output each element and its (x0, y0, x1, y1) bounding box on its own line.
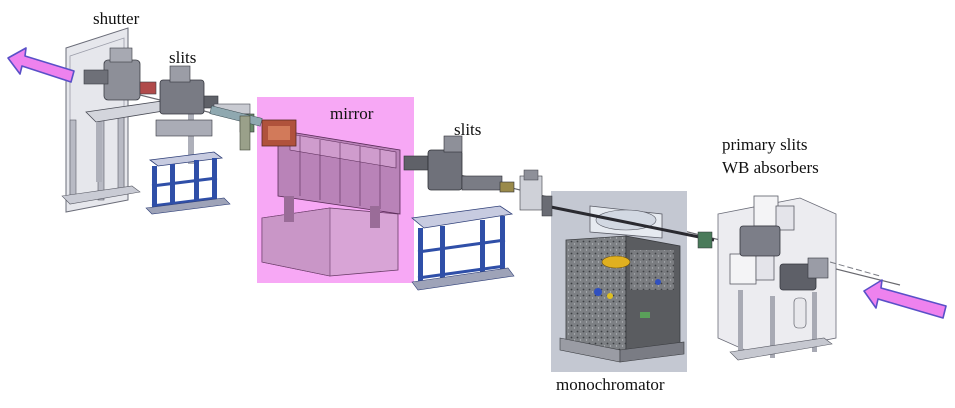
shutter-assembly (61, 27, 207, 213)
beam-pipe-mono (545, 204, 715, 242)
primary-slits-assembly (717, 195, 837, 361)
slits-mid-stand (411, 205, 515, 291)
shutter-stand (145, 151, 231, 215)
arrow-left-icon (863, 279, 947, 319)
label-wb-absorbers: WB absorbers (722, 158, 819, 177)
monochromator-assembly (559, 205, 685, 363)
label-primary-slits: primary slits (722, 135, 808, 154)
mirror-assembly (261, 119, 401, 277)
label-slits-left: slits (169, 48, 197, 67)
label-monochromator: monochromator (556, 375, 665, 394)
label-slits-mid: slits (454, 120, 482, 139)
label-mirror: mirror (330, 104, 374, 123)
label-shutter: shutter (93, 9, 140, 28)
beam-pipe-left (209, 105, 263, 151)
slits-mid-assembly (403, 135, 543, 211)
arrow-left-icon (7, 47, 75, 83)
slits-left-assembly (155, 65, 255, 137)
